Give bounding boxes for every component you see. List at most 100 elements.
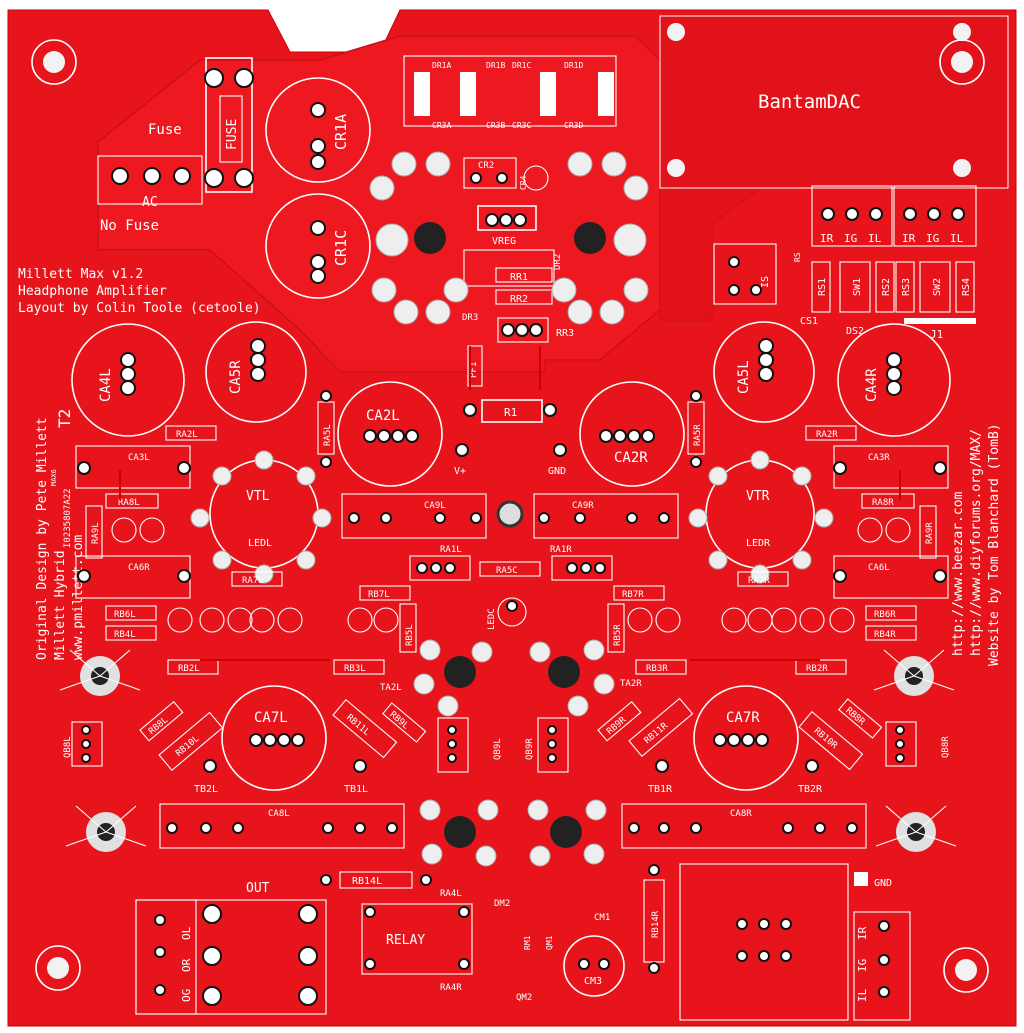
- tube-vtr: VTR LEDR: [688, 450, 834, 584]
- ca9l-label: CA9L: [424, 501, 446, 511]
- out-label: OUT: [246, 881, 270, 896]
- rs1-label: RS1: [817, 278, 828, 296]
- mount-hole: [35, 945, 81, 991]
- or-label: OR: [180, 958, 193, 972]
- output-heatsink-tr: [873, 649, 955, 696]
- ra5r-label: RA5R: [693, 424, 703, 446]
- ra2l-label: RA2L: [176, 430, 198, 440]
- ra2-resistors: RA2L RA2R: [165, 425, 857, 441]
- cr4-label: CR4: [519, 175, 528, 190]
- fuse-holder: FUSE: [204, 57, 254, 193]
- qb8r-label: QB8R: [941, 736, 951, 758]
- rb14l-label: RB14L: [352, 876, 382, 887]
- rb7r-label: RB7R: [622, 590, 644, 600]
- qb8l-label: QB8L: [63, 736, 73, 758]
- t2-label: T2: [55, 409, 74, 428]
- rr3-label: RR3: [556, 328, 574, 339]
- center-mount: [496, 500, 524, 528]
- cap-ca8l: CA8L: [159, 803, 405, 849]
- rs3-label: RS3: [901, 278, 912, 296]
- ca2l-label: CA2L: [366, 408, 400, 424]
- ra5-resistors: RA5L RA5R: [317, 390, 705, 468]
- ds2-label: DS2: [846, 326, 864, 337]
- credit-left-3: www.pmillett.com: [71, 535, 86, 660]
- cap-cr1c: CR1C: [265, 193, 371, 299]
- qb9r: QB9R: [525, 717, 569, 773]
- ra5l-label: RA5L: [323, 424, 333, 446]
- vplus-label: V+: [454, 466, 466, 477]
- rm1-label: RM1: [523, 935, 532, 950]
- rs4-label: RS4: [961, 278, 972, 296]
- sw2-label: SW2: [932, 278, 943, 296]
- small-transistors-right: [627, 607, 855, 633]
- rb2-rb3: RB2L RB3L RB3R RB2R: [167, 659, 847, 675]
- dm2-label: DM2: [494, 899, 510, 909]
- dr1b-label: DR1B: [486, 61, 505, 70]
- cm3-label: CM3: [584, 976, 602, 987]
- og-label: OG: [180, 989, 193, 1002]
- tb1l-label: TB1L: [344, 784, 368, 795]
- ra7-resistors: RA7L RA7R: [231, 571, 789, 587]
- ca7l-label: CA7L: [254, 710, 288, 726]
- cap-ca6r: CA6L: [833, 555, 949, 599]
- il-label-1: IL: [868, 232, 882, 245]
- fuse-box-label: FUSE: [225, 119, 240, 150]
- ig-label-1: IG: [844, 232, 857, 245]
- rb4l-label: RB4L: [114, 630, 136, 640]
- credit-right-1: http://www.beezar.com: [951, 491, 966, 656]
- ra7r-label: RA7R: [748, 576, 770, 586]
- ig2-label: IG: [856, 959, 869, 972]
- cr3d-label: CR3D: [564, 121, 583, 130]
- output-heatsink-cr: [527, 639, 615, 867]
- qb8r: QB8R: [885, 721, 951, 767]
- output-heatsink-cl: [413, 639, 499, 867]
- bridge-diodes: DR1A DR1B DR1C DR1D CR3A CR3B CR3C CR3D: [403, 55, 617, 130]
- ca5r-label: CA5R: [228, 360, 244, 394]
- mount-hole: [943, 947, 989, 993]
- tb2r-label: TB2R: [798, 784, 823, 795]
- rb6-rb4: RB6L RB4L RB6R RB4R: [105, 605, 917, 641]
- ca2r-label: CA2R: [614, 450, 648, 466]
- output-heatsink-tl: [59, 649, 141, 696]
- output-connector: OUT OL OR OG: [135, 881, 327, 1015]
- cr1a-label: CR1A: [332, 114, 350, 150]
- cr3a-label: CR3A: [432, 121, 451, 130]
- rb14r: RB14R: [643, 864, 665, 974]
- small-transistors-left: [167, 607, 399, 633]
- ra8-ra9: RA8L RA9L RA8R RA9R: [85, 493, 937, 559]
- j1-label: J1: [930, 328, 943, 341]
- ac-connector: Fuse AC No Fuse: [97, 122, 203, 234]
- ca3r-label: CA3R: [868, 453, 890, 463]
- cr3b-label: CR3B: [486, 121, 505, 130]
- cap-ca9r: CA9R: [533, 493, 679, 539]
- rb3l-label: RB3L: [344, 664, 366, 674]
- ra2r-label: RA2R: [816, 430, 838, 440]
- rs-label: RS: [793, 252, 802, 262]
- rb6l-label: RB6L: [114, 610, 136, 620]
- rb2r-label: RB2R: [806, 664, 828, 674]
- fuse-label: Fuse: [148, 122, 182, 138]
- regulator-block: CR2 CR4 VREG DR2 RR1 RR2 DR3 RR3: [462, 157, 574, 343]
- qb9l: QB9L: [437, 717, 503, 773]
- led-center: LEDC: [487, 597, 527, 630]
- qb9l-label: QB9L: [493, 738, 503, 760]
- title-line-2: Headphone Amplifier: [18, 284, 167, 299]
- rs2-label: RS2: [881, 278, 892, 296]
- dr2-label: DR2: [553, 254, 563, 270]
- supply-test-points: V+ GND: [454, 443, 567, 477]
- qb9r-label: QB9R: [525, 738, 535, 760]
- qm1-label: QM1: [545, 935, 554, 950]
- cap-ca3r: CA3R: [833, 445, 949, 489]
- cap-ca9l: CA9L: [341, 493, 487, 539]
- ca6-left-label: CA6R: [128, 563, 150, 573]
- heatsink-left: [369, 151, 469, 325]
- ca6-right-label: CA6L: [868, 563, 890, 573]
- ca9r-label: CA9R: [572, 501, 594, 511]
- cr3c-label: CR3C: [512, 121, 531, 130]
- cr1c-label: CR1C: [332, 230, 350, 266]
- ra5c-label: RA5C: [496, 566, 518, 576]
- cap-cm3: CM3: [563, 935, 625, 997]
- cr2-label: CR2: [478, 161, 494, 171]
- ra9r-label: RA9R: [925, 522, 935, 544]
